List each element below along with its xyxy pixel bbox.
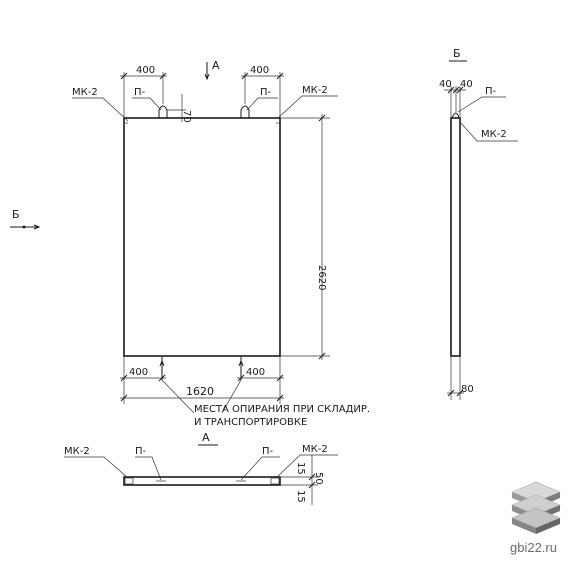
plan-dim-15-top: 15	[295, 462, 306, 475]
plan-label-p-left: П-	[135, 446, 147, 457]
label-mk-left: МК-2	[72, 87, 98, 98]
dim-top-right: 400	[250, 65, 269, 76]
view-mark-a: А	[212, 59, 220, 72]
lifting-loop-right	[240, 105, 250, 118]
dim-bottom-right: 400	[246, 367, 265, 378]
dim-height: 2620	[316, 265, 327, 290]
plan-dim-15-bottom: 15	[295, 490, 306, 503]
side-dim-top-b: 40	[460, 79, 473, 90]
dim-width: 1620	[186, 385, 214, 398]
note-line1: МЕСТА ОПИРАНИЯ ПРИ СКЛАДИР.	[194, 404, 370, 415]
support-arrow-left	[159, 357, 165, 380]
label-p-left: П-	[134, 87, 146, 98]
note-line2: И ТРАНСПОРТИРОВКЕ	[194, 417, 307, 428]
side-dim-top-a: 40	[439, 79, 452, 90]
label-mk-right: МК-2	[302, 85, 328, 96]
logo: gbi22.ru	[510, 481, 561, 555]
slab-plan-outline	[123, 476, 281, 486]
dim-bottom-left: 400	[129, 367, 148, 378]
plan-label-p-right: П-	[262, 446, 274, 457]
support-arrow-right	[238, 357, 244, 380]
section-mark-b: Б	[12, 208, 20, 221]
side-dim-thickness: 80	[461, 384, 474, 395]
stacked-slabs-icon	[511, 481, 561, 534]
logo-text: gbi22.ru	[510, 540, 557, 555]
slab-outline	[123, 117, 281, 357]
side-view-title: Б	[453, 47, 461, 60]
side-label-p: П-	[485, 86, 497, 97]
main-view: 400 400 А 70 МК-2 П- П- МК-2 2620	[10, 59, 370, 428]
side-label-mk: МК-2	[481, 129, 507, 140]
plan-view-title: А	[202, 431, 210, 444]
plan-label-mk-left: МК-2	[64, 446, 90, 457]
plan-dim-50: 50	[313, 472, 324, 485]
lifting-loop-left	[158, 105, 168, 118]
plan-view: А МК-2 П- П- МК-2 15 50 15	[64, 431, 338, 505]
slab-side-outline	[450, 117, 461, 357]
dim-top-left: 400	[136, 65, 155, 76]
dim-loop-height: 70	[181, 110, 192, 123]
label-p-right: П-	[260, 87, 272, 98]
side-view: Б 40 40 П- МК-2 80	[439, 47, 518, 400]
plan-label-mk-right: МК-2	[302, 444, 328, 455]
